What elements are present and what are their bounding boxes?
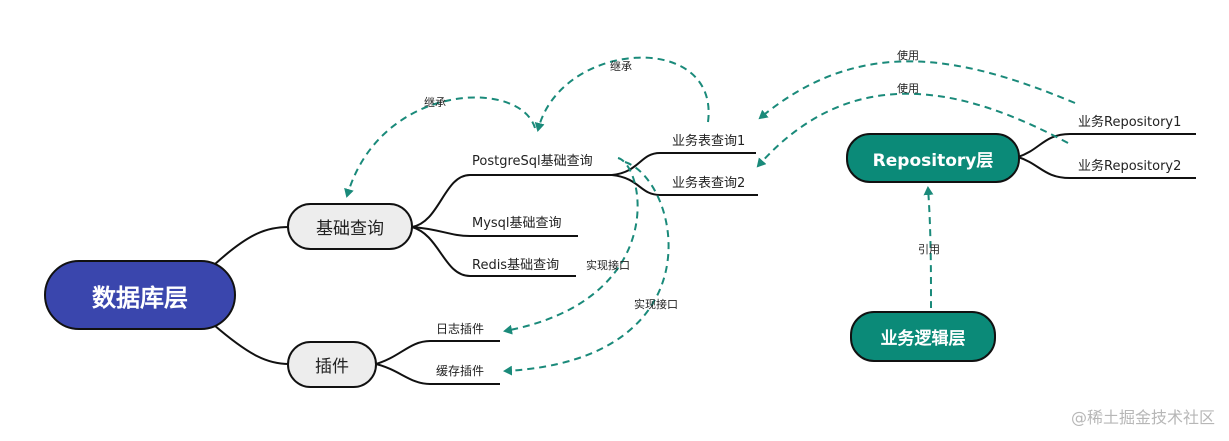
leaf-business-repository-2[interactable]: 业务Repository2 (1078, 159, 1182, 174)
branch-root-base-query (213, 226, 290, 266)
leaf-postgresql-query[interactable]: PostgreSql基础查询 (472, 154, 593, 169)
leaf-mysql-query[interactable]: Mysql基础查询 (472, 216, 562, 231)
root-node-database-layer[interactable]: 数据库层 (44, 260, 236, 330)
node-base-query[interactable]: 基础查询 (287, 203, 413, 250)
implement-arrow-postgresql-to-cache (503, 161, 670, 376)
label-inherit-1: 继承 (424, 96, 446, 109)
label-implement-1: 实现接口 (586, 259, 630, 272)
leaf-log-plugin[interactable]: 日志插件 (436, 322, 485, 336)
leaf-cache-plugin[interactable]: 缓存插件 (436, 364, 485, 378)
leaf-business-repository-1[interactable]: 业务Repository1 (1078, 115, 1182, 130)
branch-postgresql-table2 (611, 174, 758, 196)
label-reference: 引用 (918, 243, 940, 256)
leaf-redis-query[interactable]: Redis基础查询 (472, 258, 560, 273)
reference-arrow-logic-to-repository (923, 186, 934, 309)
branch-base-query-postgresql (411, 174, 612, 228)
label-inherit-2: 继承 (610, 60, 632, 73)
use-arrow-repo2-to-table2 (756, 92, 1069, 168)
branch-base-query-mysql (411, 226, 578, 237)
node-business-logic-layer[interactable]: 业务逻辑层 (850, 311, 996, 362)
branch-plugins-cache (375, 363, 500, 385)
leaf-business-table-query-1[interactable]: 业务表查询1 (672, 134, 746, 149)
leaf-business-table-query-2[interactable]: 业务表查询2 (672, 176, 746, 191)
implement-arrow-postgresql-to-log (503, 157, 639, 335)
node-plugins[interactable]: 插件 (287, 341, 377, 388)
label-use-2: 使用 (897, 82, 919, 95)
inherit-arrow-table1-to-postgresql (534, 56, 710, 132)
label-implement-2: 实现接口 (634, 298, 678, 311)
branch-repository-repo1 (1017, 133, 1196, 158)
label-use-1: 使用 (897, 49, 919, 62)
branch-base-query-redis (411, 226, 576, 277)
branch-root-plugins (213, 324, 290, 365)
node-repository-layer[interactable]: Repository层 (846, 133, 1020, 183)
use-arrow-repo1-to-table1 (758, 60, 1076, 120)
inherit-arrow-postgresql-to-base (344, 96, 536, 198)
branch-postgresql-table1 (611, 152, 756, 176)
branch-plugins-log (375, 340, 500, 365)
branch-repository-repo2 (1017, 156, 1196, 179)
watermark: @稀土掘金技术社区 (1070, 408, 1215, 427)
